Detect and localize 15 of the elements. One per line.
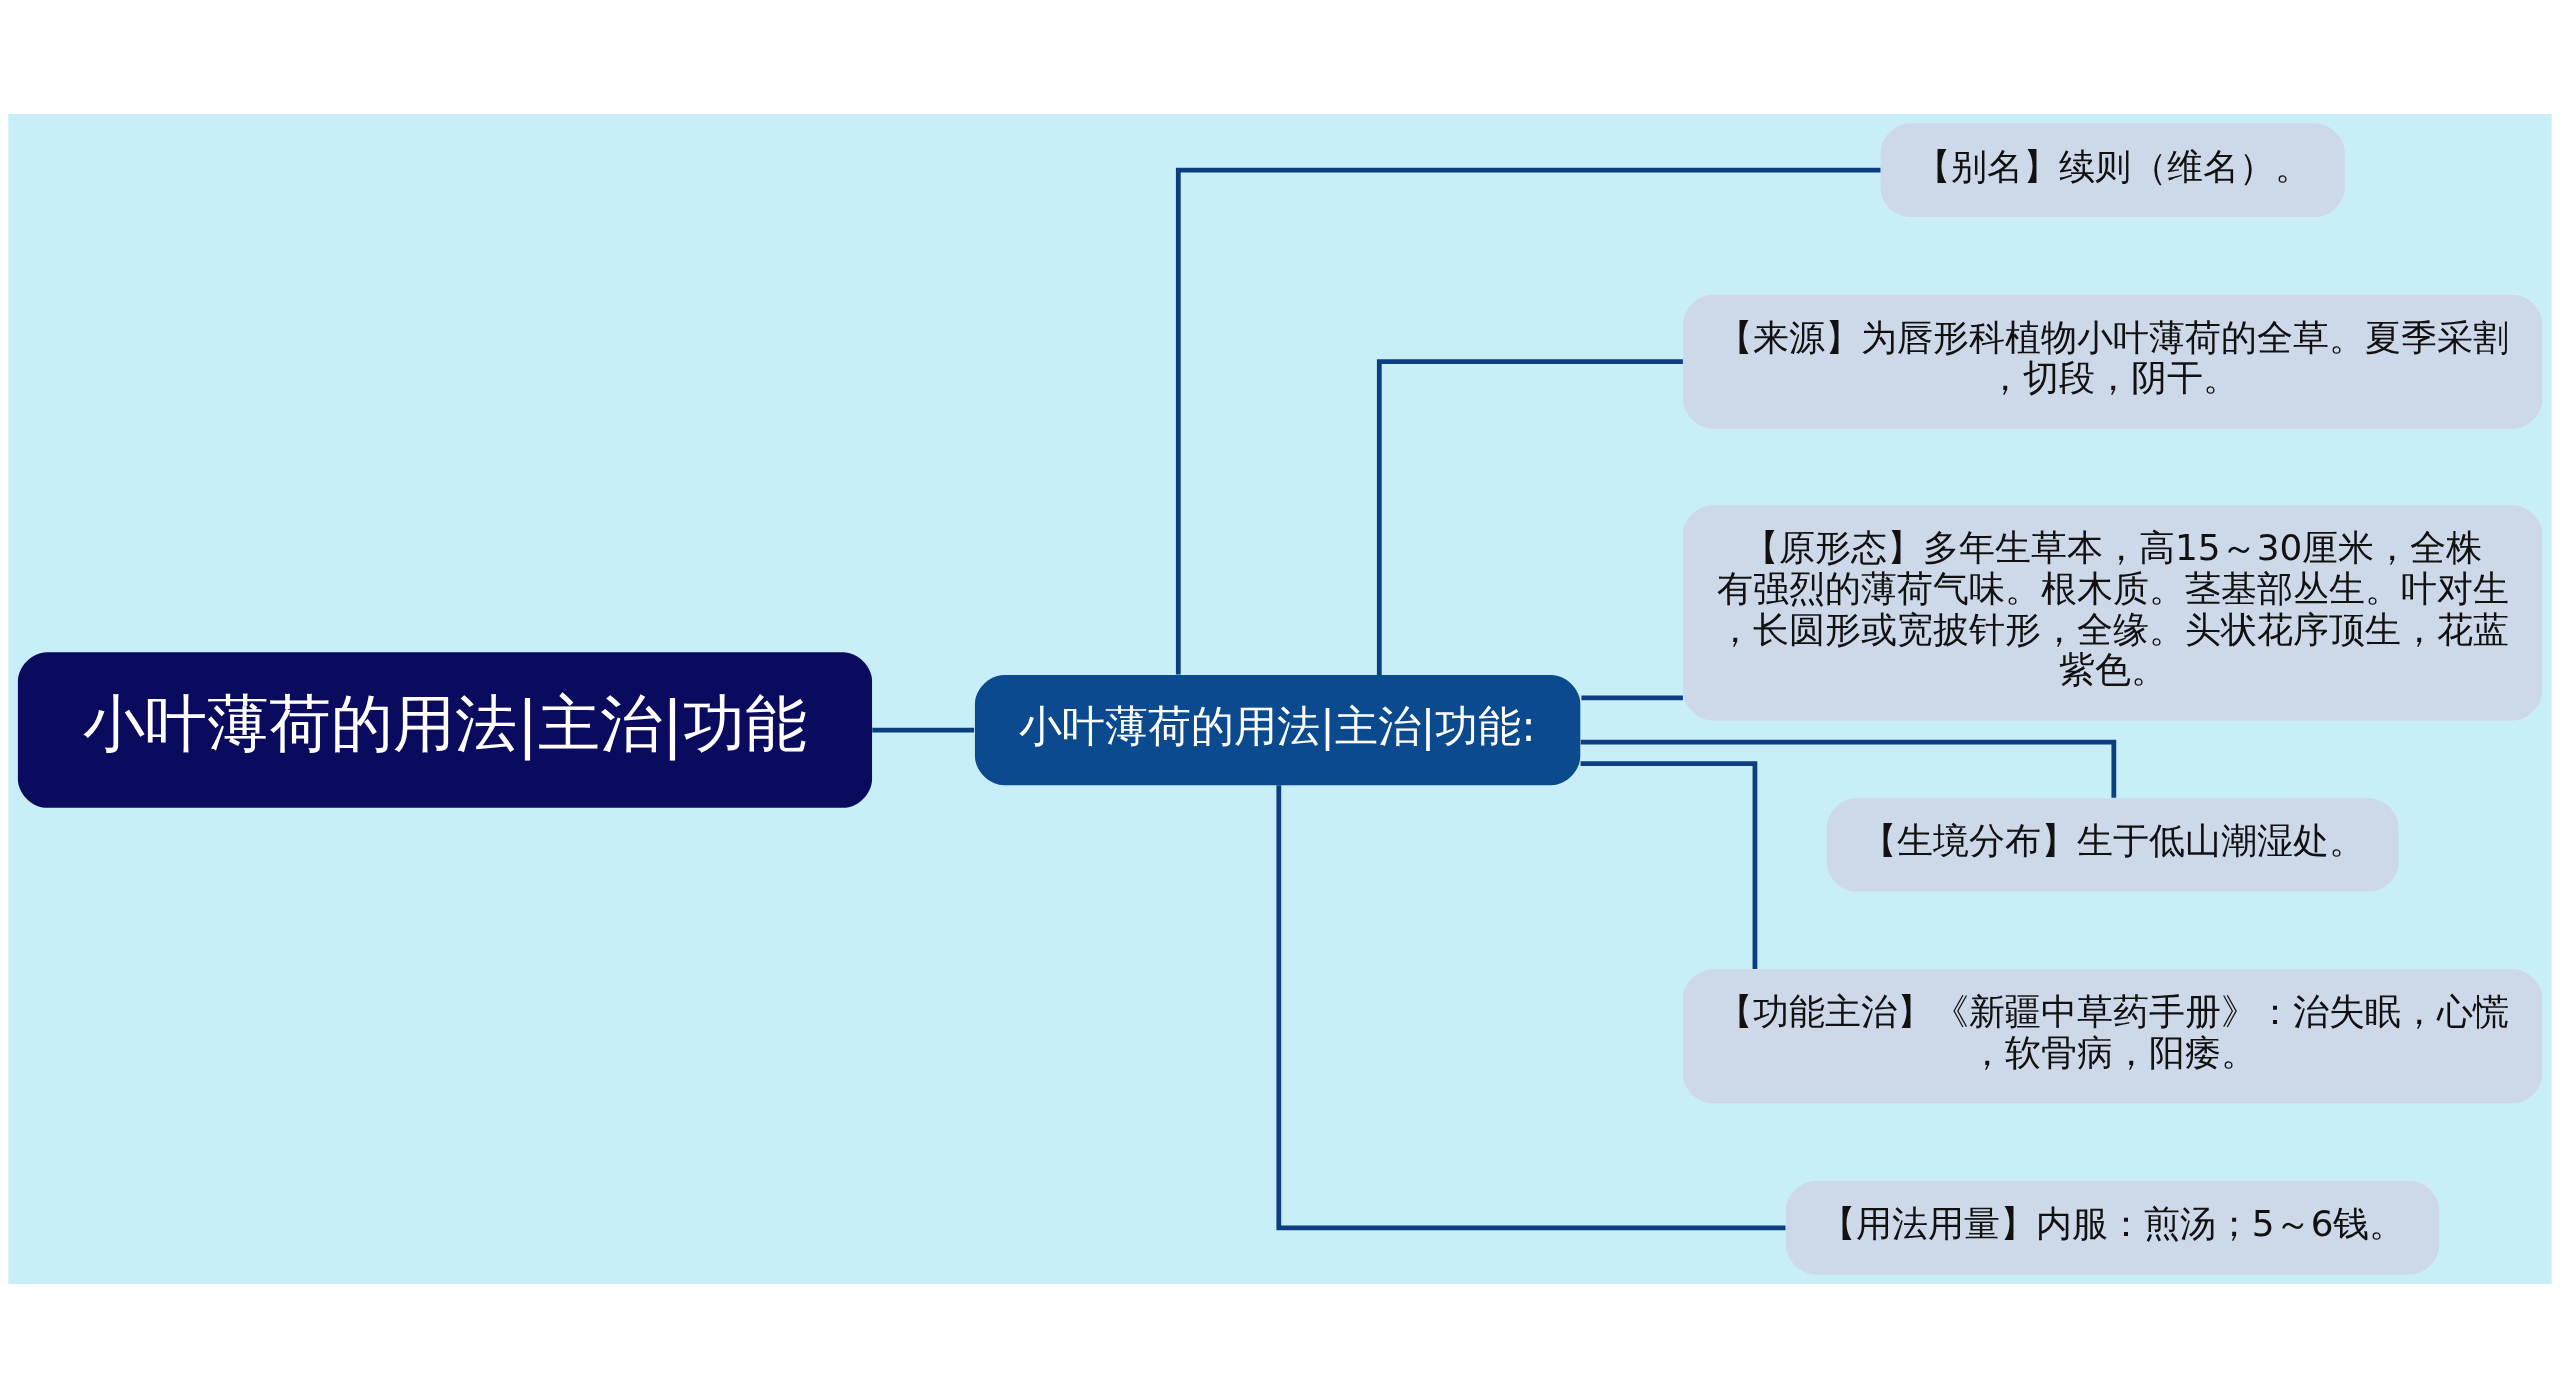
node-box: 【用法用量】内服：煎汤；5～6钱。: [1786, 1181, 2440, 1275]
node-box: 【来源】为唇形科植物小叶薄荷的全草。夏季采割，切段，阴干。: [1683, 294, 2543, 429]
node-box: 【生境分布】生于低山潮湿处。: [1826, 798, 2399, 892]
connector: [1580, 761, 1758, 969]
connector: [1376, 359, 1683, 675]
node-box: 小叶薄荷的用法|主治|功能: [17, 652, 873, 808]
connector: [1581, 695, 1683, 701]
node-box: 【原形态】多年生草本，高15～30厘米，全株有强烈的薄荷气味。根木质。茎基部丛生。叶对生，长圆形或宽披针形，全缘。头状花序顶生，花蓝紫色。: [1683, 505, 2543, 721]
node-box: 【别名】续则（维名）。: [1880, 123, 2345, 217]
node-box: 小叶薄荷的用法|主治|功能:: [974, 675, 1581, 786]
connector: [1175, 167, 1881, 675]
connector: [1276, 785, 1786, 1231]
node-box: 【功能主治】《新疆中草药手册》：治失眠，心慌，软骨病，阳痿。: [1683, 969, 2543, 1104]
connector: [1580, 739, 2117, 798]
connector: [872, 727, 975, 733]
